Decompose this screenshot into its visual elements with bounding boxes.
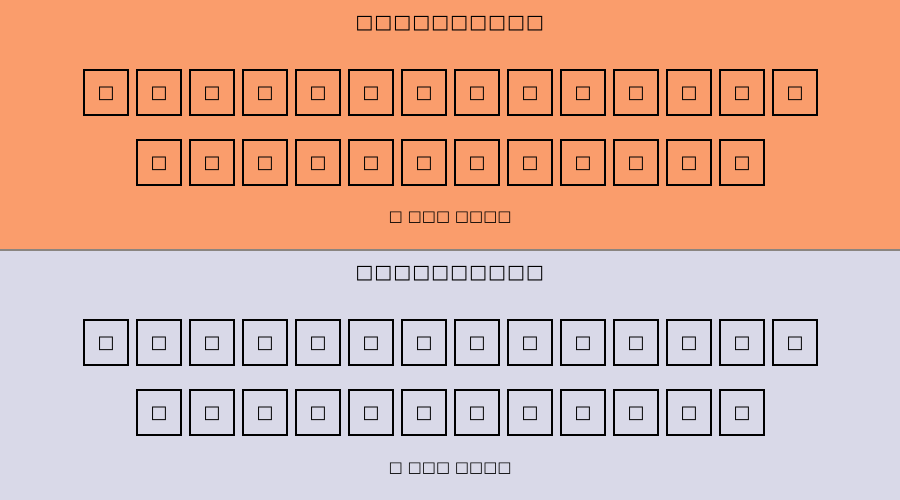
key[interactable]: □ — [613, 69, 659, 116]
panel-title: □□□□□□□□□□ — [355, 11, 545, 33]
key[interactable]: □ — [719, 389, 765, 436]
key[interactable]: □ — [348, 319, 394, 366]
key[interactable]: □ — [401, 69, 447, 116]
panel-title: □□□□□□□□□□ — [355, 261, 545, 283]
top-panel: □□□□□□□□□□ □ □ □ □ □ □ □ □ □ □ □ □ □ □ □… — [0, 0, 900, 251]
key[interactable]: □ — [295, 69, 341, 116]
key[interactable]: □ — [401, 139, 447, 186]
key[interactable]: □ — [295, 139, 341, 186]
key[interactable]: □ — [666, 69, 712, 116]
key[interactable]: □ — [401, 389, 447, 436]
key[interactable]: □ — [613, 139, 659, 186]
key[interactable]: □ — [507, 389, 553, 436]
key-row-2: □ □ □ □ □ □ □ □ □ □ □ □ — [136, 139, 765, 186]
key[interactable]: □ — [189, 389, 235, 436]
key[interactable]: □ — [83, 69, 129, 116]
key[interactable]: □ — [242, 69, 288, 116]
key[interactable]: □ — [772, 69, 818, 116]
key[interactable]: □ — [613, 389, 659, 436]
key[interactable]: □ — [666, 139, 712, 186]
key[interactable]: □ — [454, 389, 500, 436]
key[interactable]: □ — [666, 389, 712, 436]
key[interactable]: □ — [189, 69, 235, 116]
key[interactable]: □ — [507, 319, 553, 366]
key[interactable]: □ — [454, 139, 500, 186]
key[interactable]: □ — [507, 69, 553, 116]
key[interactable]: □ — [189, 319, 235, 366]
key[interactable]: □ — [242, 389, 288, 436]
key[interactable]: □ — [401, 319, 447, 366]
key[interactable]: □ — [719, 319, 765, 366]
key[interactable]: □ — [136, 69, 182, 116]
key[interactable]: □ — [772, 319, 818, 366]
key[interactable]: □ — [719, 69, 765, 116]
key[interactable]: □ — [189, 139, 235, 186]
key[interactable]: □ — [348, 69, 394, 116]
key[interactable]: □ — [136, 139, 182, 186]
key[interactable]: □ — [454, 69, 500, 116]
key[interactable]: □ — [348, 139, 394, 186]
key[interactable]: □ — [560, 319, 606, 366]
panel-footer: □ □□□ □□□□ — [388, 458, 512, 476]
key-row-1: □ □ □ □ □ □ □ □ □ □ □ □ □ □ — [83, 69, 818, 116]
bottom-panel: □□□□□□□□□□ □ □ □ □ □ □ □ □ □ □ □ □ □ □ □… — [0, 251, 900, 500]
key-row-2: □ □ □ □ □ □ □ □ □ □ □ □ — [136, 389, 765, 436]
key[interactable]: □ — [560, 389, 606, 436]
key[interactable]: □ — [242, 319, 288, 366]
key[interactable]: □ — [507, 139, 553, 186]
key[interactable]: □ — [560, 139, 606, 186]
key[interactable]: □ — [295, 319, 341, 366]
key[interactable]: □ — [719, 139, 765, 186]
key[interactable]: □ — [666, 319, 712, 366]
key[interactable]: □ — [348, 389, 394, 436]
key[interactable]: □ — [454, 319, 500, 366]
key[interactable]: □ — [136, 389, 182, 436]
key[interactable]: □ — [83, 319, 129, 366]
panel-footer: □ □□□ □□□□ — [388, 207, 512, 225]
key[interactable]: □ — [560, 69, 606, 116]
key[interactable]: □ — [613, 319, 659, 366]
key[interactable]: □ — [136, 319, 182, 366]
key[interactable]: □ — [295, 389, 341, 436]
key[interactable]: □ — [242, 139, 288, 186]
key-row-1: □ □ □ □ □ □ □ □ □ □ □ □ □ □ — [83, 319, 818, 366]
